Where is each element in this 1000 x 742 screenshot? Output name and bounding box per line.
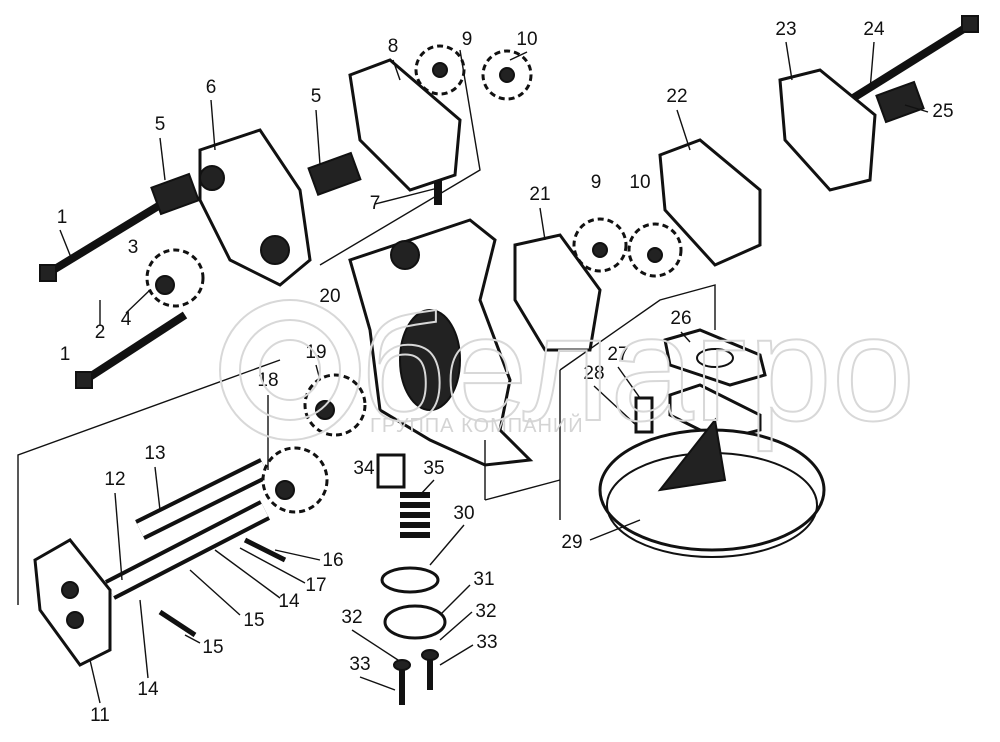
spring-35 <box>400 492 430 538</box>
gear-9-mid <box>572 217 628 273</box>
bushing-5-right <box>307 151 362 196</box>
plate-8 <box>348 58 462 192</box>
part-label-33: 33 <box>476 632 497 653</box>
part-label-4: 4 <box>121 309 132 330</box>
part-label-19: 19 <box>305 342 326 363</box>
part-label-5: 5 <box>155 114 166 135</box>
part-label-9: 9 <box>591 172 602 193</box>
part-label-18: 18 <box>257 370 278 391</box>
part-label-26: 26 <box>670 308 691 329</box>
part-label-31: 31 <box>473 569 494 590</box>
pin-15 <box>158 609 197 638</box>
part-label-16: 16 <box>322 550 343 571</box>
part-label-25: 25 <box>932 101 953 122</box>
part-label-10: 10 <box>516 29 537 50</box>
part-label-6: 6 <box>206 77 217 98</box>
part-label-12: 12 <box>104 469 125 490</box>
part-label-11: 11 <box>90 705 110 726</box>
part-label-35: 35 <box>423 458 444 479</box>
part-label-13: 13 <box>144 443 165 464</box>
part-label-7: 7 <box>370 193 381 214</box>
gear-18 <box>261 446 329 514</box>
part-label-14: 14 <box>137 679 159 700</box>
part-label-34: 34 <box>353 458 375 479</box>
part-label-29: 29 <box>561 532 582 553</box>
housing-6 <box>198 128 312 287</box>
bolt-1-bottom <box>75 311 188 389</box>
bolt-1-top <box>39 201 163 282</box>
bolt-27 <box>634 396 654 434</box>
part-label-23: 23 <box>775 19 796 40</box>
part-label-9: 9 <box>462 29 473 50</box>
part-label-14: 14 <box>278 591 300 612</box>
part-label-28: 28 <box>583 363 604 384</box>
shaft-13 <box>135 458 270 540</box>
gear-19 <box>303 373 367 437</box>
part-label-22: 22 <box>666 86 687 107</box>
bushing-5-left <box>150 172 200 216</box>
part-label-2: 2 <box>95 322 106 343</box>
gear-4 <box>145 248 205 308</box>
part-label-32: 32 <box>341 607 362 628</box>
part-label-24: 24 <box>863 19 885 40</box>
flange-28 <box>668 383 762 442</box>
part-label-1: 1 <box>57 207 68 228</box>
pin-16 <box>243 537 287 563</box>
part-label-30: 30 <box>453 503 474 524</box>
part-label-27: 27 <box>607 344 628 365</box>
cover-21 <box>513 233 602 352</box>
shaft-12 <box>104 500 271 600</box>
valve-34 <box>376 453 406 489</box>
leader-lines <box>17 41 929 704</box>
part-label-33: 33 <box>349 654 370 675</box>
screw-33-left <box>393 659 411 705</box>
plate-31 <box>383 604 447 640</box>
part-label-1: 1 <box>60 344 71 365</box>
watermark-subtitle: ГРУППА КОМПАНИЙ <box>370 413 584 437</box>
part-label-15: 15 <box>202 637 223 658</box>
watermark: белагро ГРУППА КОМПАНИЙ <box>219 283 916 453</box>
part-label-3: 3 <box>128 237 139 258</box>
gear-10-top <box>481 49 533 101</box>
washer-30 <box>380 566 440 594</box>
screw-33-right <box>421 649 439 690</box>
part-label-32: 32 <box>475 601 496 622</box>
part-label-20: 20 <box>319 286 340 307</box>
watermark-logo: белагро <box>360 284 915 452</box>
part-label-21: 21 <box>529 184 550 205</box>
part-label-8: 8 <box>388 36 399 57</box>
cover-23 <box>778 68 877 192</box>
plate-22 <box>658 138 762 267</box>
part-label-10: 10 <box>629 172 650 193</box>
part-label-17: 17 <box>305 575 326 596</box>
bushing-25 <box>875 80 925 124</box>
part-label-5: 5 <box>311 86 322 107</box>
gear-10-mid <box>627 222 683 278</box>
cover-11 <box>33 538 112 667</box>
part-label-15: 15 <box>243 610 264 631</box>
